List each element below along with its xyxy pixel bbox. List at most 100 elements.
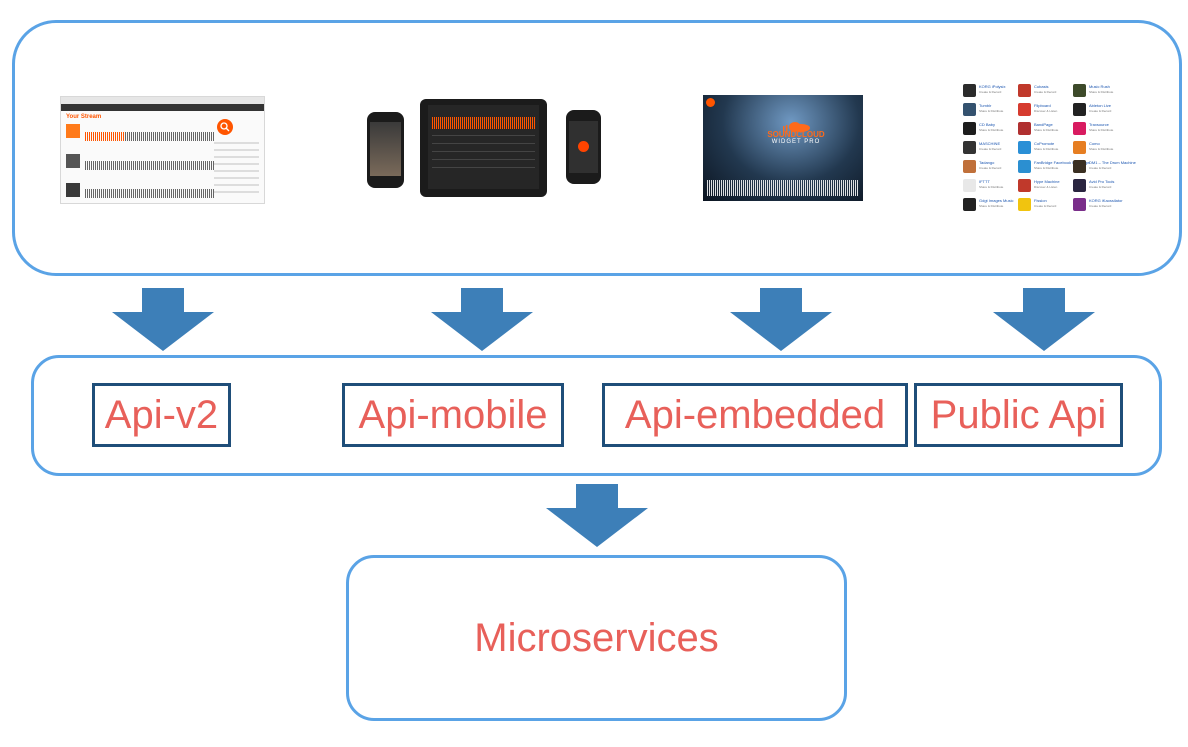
app-name: DM1 – The Drum Machine bbox=[1089, 160, 1136, 165]
app-name: BandPage bbox=[1034, 122, 1053, 127]
app-icon bbox=[1073, 141, 1086, 154]
app-name: Traxsource bbox=[1089, 122, 1109, 127]
app-icon bbox=[1018, 141, 1031, 154]
app-icon bbox=[1073, 122, 1086, 135]
waveform bbox=[125, 132, 215, 141]
app-icon bbox=[963, 122, 976, 135]
widget-screenshot: SOUNDCLOUD WIDGET PRO bbox=[703, 95, 863, 201]
down-arrow bbox=[431, 288, 533, 351]
app-category: Share & Distribute bbox=[1034, 166, 1059, 170]
app-name: CoPromote bbox=[1034, 141, 1055, 146]
app-icon bbox=[1073, 198, 1086, 211]
app-icon bbox=[963, 160, 976, 173]
app-icon bbox=[1018, 179, 1031, 192]
web-client-screenshot: Your Stream bbox=[60, 96, 265, 204]
down-arrow bbox=[112, 288, 214, 351]
widget-subtitle: WIDGET PRO bbox=[771, 139, 821, 145]
public-api-label: Public Api bbox=[914, 383, 1123, 447]
search-icon bbox=[217, 119, 233, 135]
app-name: KORG iKaossilator bbox=[1089, 198, 1123, 203]
app-icon bbox=[1018, 84, 1031, 97]
avatar bbox=[66, 154, 80, 168]
soundcloud-cloud-icon bbox=[783, 122, 810, 132]
app-category: Share & Distribute bbox=[979, 109, 1004, 113]
app-name: Fission bbox=[1034, 198, 1047, 203]
android-phone bbox=[367, 112, 404, 188]
app-category: Create & Record bbox=[1089, 185, 1112, 189]
app-name: CD Baby bbox=[979, 122, 996, 127]
app-category: Create & Record bbox=[1034, 204, 1057, 208]
app-category: Create & Record bbox=[1089, 204, 1112, 208]
api-embedded-label: Api-embedded bbox=[602, 383, 908, 447]
app-icon bbox=[963, 103, 976, 116]
app-name: Tumblr bbox=[979, 103, 992, 108]
play-icon bbox=[706, 98, 715, 107]
app-icon bbox=[1018, 198, 1031, 211]
app-icon bbox=[1073, 179, 1086, 192]
app-name: KORG iPolysix bbox=[979, 84, 1006, 89]
app-name: MASCHINE bbox=[979, 141, 1001, 146]
site-header bbox=[61, 104, 264, 111]
app-category: Share & Distribute bbox=[1034, 128, 1059, 132]
app-category: Create & Record bbox=[979, 147, 1002, 151]
app-category: Share & Distribute bbox=[979, 128, 1004, 132]
app-category: Create & Record bbox=[1034, 90, 1057, 94]
app-name: IFTTT bbox=[979, 179, 990, 184]
app-icon bbox=[1073, 160, 1086, 173]
widget-title: SOUNDCLOUD bbox=[767, 130, 825, 139]
app-icon bbox=[963, 179, 976, 192]
app-category: Create & Record bbox=[1089, 109, 1112, 113]
microservices-box bbox=[346, 555, 847, 721]
app-category: Discover & Listen bbox=[1034, 185, 1058, 189]
app-category: Share & Distribute bbox=[1089, 128, 1114, 132]
app-category: Share & Distribute bbox=[1034, 147, 1059, 151]
app-name: Cubasis bbox=[1034, 84, 1049, 89]
app-category: Share & Distribute bbox=[1089, 90, 1114, 94]
app-icon bbox=[1018, 160, 1031, 173]
iphone bbox=[566, 110, 601, 184]
app-name: Music Rush bbox=[1089, 84, 1110, 89]
app-name: FanBridge Facebook Fan Page bbox=[1034, 160, 1090, 165]
app-category: Share & Distribute bbox=[1089, 147, 1114, 151]
api-v2-label: Api-v2 bbox=[92, 383, 231, 447]
avatar bbox=[66, 124, 80, 138]
avatar bbox=[66, 183, 80, 197]
app-icon bbox=[963, 84, 976, 97]
sidebar-list bbox=[214, 142, 259, 197]
app-icon bbox=[1073, 84, 1086, 97]
app-category: Create & Record bbox=[979, 90, 1002, 94]
app-category: Share & Distribute bbox=[979, 204, 1004, 208]
stream-heading: Your Stream bbox=[66, 114, 102, 120]
app-name: Ableton Live bbox=[1089, 103, 1112, 108]
waveform bbox=[85, 132, 125, 141]
waveform bbox=[707, 180, 859, 196]
app-name: Avid Pro Tools bbox=[1089, 179, 1115, 184]
waveform bbox=[85, 161, 215, 170]
browser-bar bbox=[61, 97, 264, 104]
app-icon bbox=[963, 141, 976, 154]
app-icon bbox=[963, 198, 976, 211]
app-name: Gdgt Images Music bbox=[979, 198, 1014, 203]
app-category: Create & Record bbox=[1089, 166, 1112, 170]
